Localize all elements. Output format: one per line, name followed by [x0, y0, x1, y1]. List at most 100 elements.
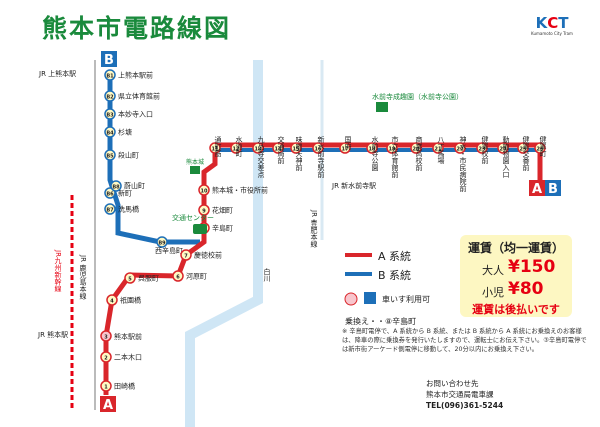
- stop-name: 呉服町: [138, 275, 159, 283]
- fare-note: 運賃は後払いです: [472, 303, 560, 316]
- stop-marker: [104, 69, 116, 81]
- stop-code: B9: [158, 240, 166, 246]
- stop-code: B7: [106, 207, 114, 213]
- end-a-badge: [529, 180, 545, 196]
- stop-marker: [410, 142, 422, 154]
- stop-marker: [534, 142, 546, 154]
- stop-name: 辛島町: [212, 224, 233, 233]
- contact-label: お問い合わせ先: [426, 379, 479, 388]
- stop-code: B5: [106, 153, 114, 159]
- stop-code: 25: [520, 146, 527, 152]
- stop-name: 健軍町: [539, 135, 547, 157]
- stop-name: 新水前寺駅前: [317, 135, 325, 179]
- fare-child-value: ¥80: [508, 279, 544, 299]
- stop-name: 水前寺公園: [371, 135, 379, 172]
- route-a-badge-text: A: [103, 398, 113, 413]
- stop-code: B6: [106, 191, 114, 197]
- stop-code: 5: [128, 276, 132, 282]
- stop-code: 21: [435, 146, 442, 152]
- river-label: 白川: [263, 267, 271, 282]
- logo-subtitle: Kumamoto City Tram: [531, 31, 573, 36]
- bus-center-label: 交通センター: [172, 213, 214, 222]
- stop-marker: [476, 142, 488, 154]
- stop-marker: [454, 142, 466, 154]
- stop-code: 10: [201, 188, 208, 194]
- stop-code: B2: [106, 94, 114, 100]
- fare-box: 運賃（均一運賃） 大人 ¥150 小児 ¥80 運賃は後払いです: [460, 235, 572, 317]
- stop-marker: [100, 330, 112, 342]
- stop-marker: [180, 249, 192, 261]
- stop-code: 6: [176, 274, 180, 280]
- stop-marker: [104, 203, 116, 215]
- stop-code: 13: [255, 146, 262, 152]
- stop-marker: [104, 126, 116, 138]
- stop-marker: [156, 236, 168, 248]
- transfer-notes: ※ 辛島町電停で、A 系統から B 系統、または B 系統から A 系統にお乗換…: [342, 328, 587, 353]
- stop-marker: [100, 380, 112, 392]
- jr-kamikumamoto-label: JR 上熊本駅: [38, 69, 76, 78]
- stop-code: 20: [413, 146, 420, 152]
- contact-tel: TEL(096)361-5244: [426, 401, 504, 410]
- stop-name: 九品寺交差点: [257, 135, 265, 179]
- park-icon: [376, 102, 388, 112]
- stop-code: 23: [479, 146, 486, 152]
- stop-name: 洗馬橋: [118, 205, 139, 214]
- jr-kagoshima-label: JR 鹿児島本線: [79, 254, 87, 299]
- stop-marker: [252, 142, 264, 154]
- stop-name: 市立体育館前: [391, 135, 399, 179]
- logo-text: KCT: [535, 14, 569, 32]
- stop-marker: [290, 142, 302, 154]
- stop-code: 3: [104, 334, 108, 340]
- stop-code: 17: [342, 146, 349, 152]
- stop-name: 杉塘: [118, 128, 132, 137]
- stop-marker: [272, 142, 284, 154]
- stop-code: B4: [106, 130, 114, 136]
- jr-hohi-label: JR 豊肥本線: [310, 209, 318, 247]
- bus-center-icon: [193, 224, 207, 234]
- stop-name: 神水・市民病院前: [459, 135, 467, 193]
- stop-name: 健軍校前: [481, 135, 489, 165]
- stop-marker: [172, 270, 184, 282]
- stop-code: 15: [293, 146, 300, 152]
- stop-code: 2: [104, 355, 108, 361]
- stop-name: 熊本城・市役所前: [212, 186, 268, 195]
- stop-code: 14: [275, 146, 282, 152]
- suizenji-park-label: 水前寺成趣園（水前寺公園）: [372, 92, 463, 101]
- kumamoto-ekimae-label: 熊本駅前: [114, 332, 142, 341]
- end-b-badge-text: B: [548, 182, 558, 197]
- fare-adult-value: ¥150: [508, 257, 556, 277]
- contact-info: お問い合わせ先 熊本市交通局電車課 TEL(096)361-5244: [426, 378, 503, 411]
- route-a-line: [103, 142, 543, 395]
- stop-name: 商業高校前: [415, 135, 423, 172]
- fare-adult-label: 大人: [482, 264, 504, 277]
- stop-name: 新町: [118, 189, 132, 198]
- stop-marker: [517, 142, 529, 154]
- stop-code: 12: [233, 146, 240, 152]
- stop-code: 19: [389, 146, 396, 152]
- jr-shinkansen-label: JR九州新幹線: [54, 249, 62, 292]
- stop-name: 田崎橋: [114, 382, 135, 391]
- kct-logo: KCT Kumamoto City Tram: [530, 14, 574, 37]
- stop-marker: [339, 142, 351, 154]
- stop-code: 16: [315, 146, 322, 152]
- castle-icon: [190, 166, 200, 174]
- castle-label: 熊本城: [186, 158, 204, 166]
- fare-title: 運賃（均一運賃）: [467, 241, 564, 255]
- stop-name: 交通局前: [277, 135, 285, 165]
- stop-marker: [366, 142, 378, 154]
- end-b-badge: [545, 180, 561, 196]
- stop-marker: [209, 142, 221, 154]
- stop-code: 9: [202, 208, 206, 214]
- stop-marker: [100, 351, 112, 363]
- fare-child-label: 小児: [482, 286, 504, 299]
- stop-code: 1: [104, 384, 108, 390]
- stop-name: 本妙寺入口: [118, 110, 153, 119]
- stop-code: 11: [212, 146, 219, 152]
- jr-kumamoto-label: JR 熊本駅: [37, 330, 68, 339]
- stop-marker: [198, 204, 210, 216]
- stop-marker: [432, 142, 444, 154]
- stop-code: 22: [457, 146, 464, 152]
- stop-name: 健軍交番前: [522, 135, 530, 172]
